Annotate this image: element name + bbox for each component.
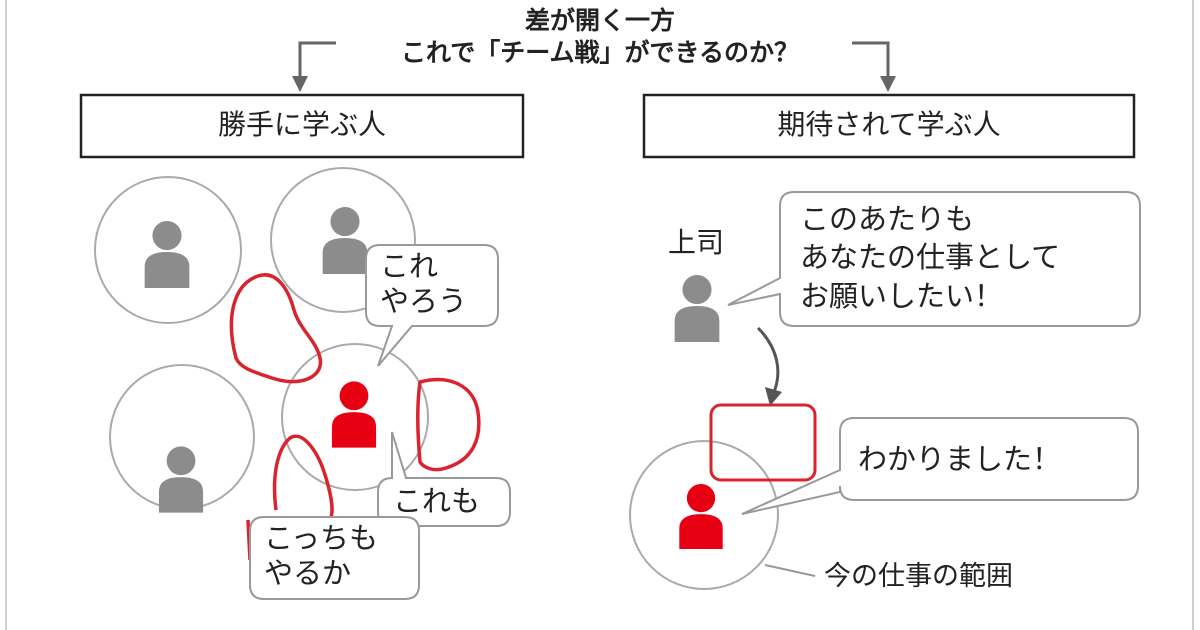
title-arrowhead-left — [292, 76, 308, 92]
bubble-understood-shape — [741, 417, 1139, 515]
bubble-kocchi-mo-shape — [249, 516, 420, 600]
bubble-kocchi-mo-text: こっちも やるか — [264, 521, 378, 591]
left-heading: 勝手に学ぶ人 — [217, 108, 386, 141]
bubble-boss-shape — [727, 191, 1141, 327]
bubble-boss-text: このあたりも あなたの仕事として お願いしたい！ — [800, 202, 1061, 313]
title-arrowhead-right — [880, 76, 896, 92]
boss-to-scope-arrow — [756, 326, 780, 393]
bubble-understood-text: わかりました！ — [858, 442, 1062, 476]
title-line-2: これで「チーム戦」ができるのか？ — [400, 38, 799, 67]
boss-to-scope-arrowhead — [765, 387, 782, 406]
red-scribble-right — [415, 377, 481, 472]
bubble-kore-mo-shape — [377, 431, 511, 527]
left-heading-box — [79, 93, 525, 159]
right-heading: 期待されて学ぶ人 — [777, 108, 1001, 141]
red-scribble-bottom — [272, 434, 334, 521]
title-arrow-right — [852, 41, 890, 80]
scope-label-leader — [764, 564, 816, 577]
bubble-kore-mo-text: これも — [393, 484, 481, 518]
new-task-box — [709, 403, 817, 482]
right-heading-box — [642, 93, 1136, 159]
title-line-1: 差が開く一方 — [524, 6, 675, 35]
red-scribble-top — [229, 273, 323, 384]
scope-label: 今の仕事の範囲 — [824, 561, 1013, 592]
title-arrow-left — [298, 41, 336, 80]
boss-label: 上司 — [668, 226, 725, 259]
boss-icon — [674, 274, 720, 342]
bubble-kore-yarou-text: これ やろう — [380, 249, 468, 319]
bubble-kore-yarou-shape — [365, 244, 499, 367]
